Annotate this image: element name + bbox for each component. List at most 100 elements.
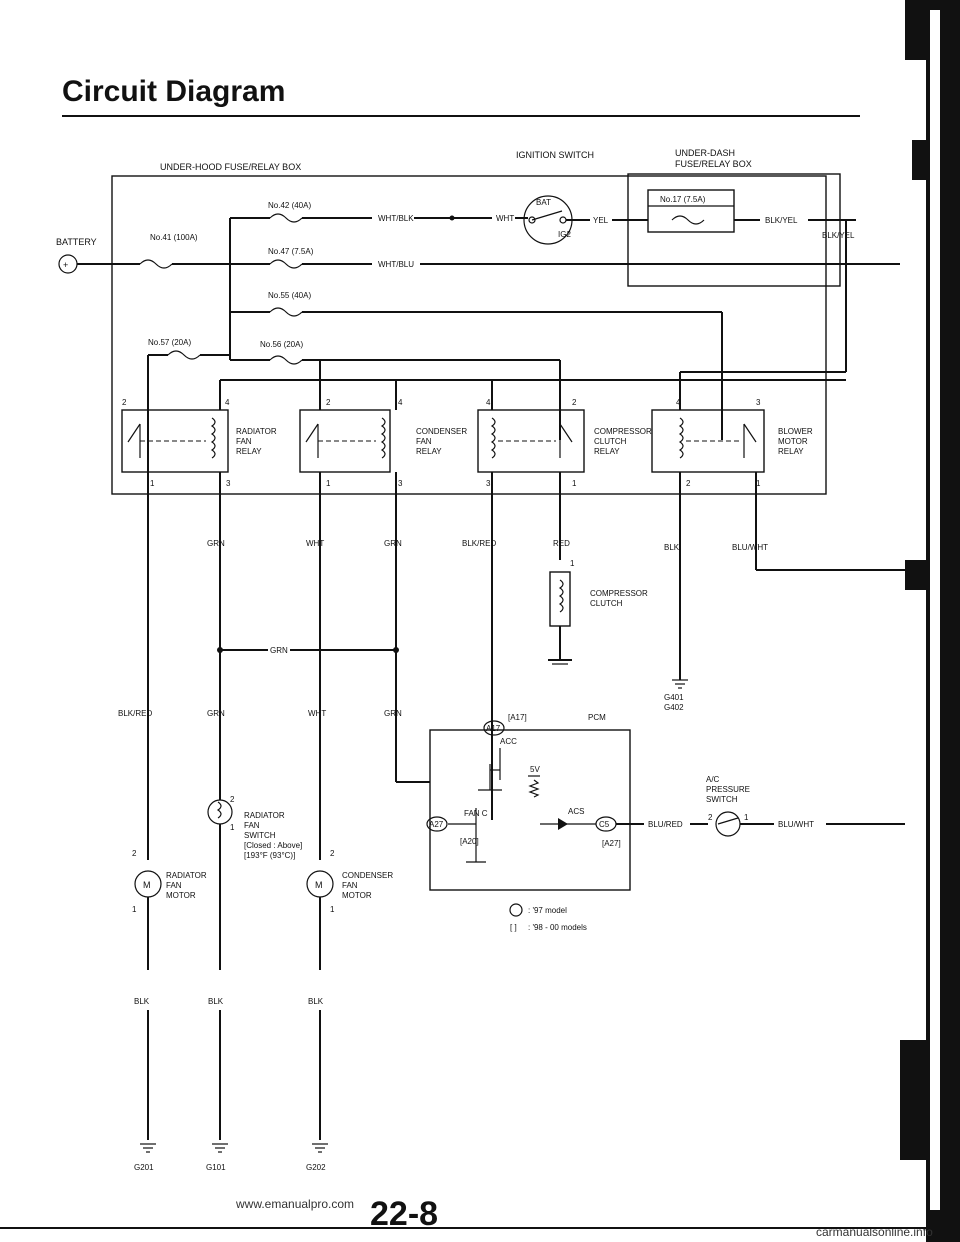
blower-relay-pin3: 3: [756, 398, 761, 407]
rad-motor-l3: MOTOR: [166, 891, 196, 900]
rad-switch-pin1: 1: [230, 823, 235, 832]
cond-motor-l2: FAN: [342, 881, 358, 890]
cond-relay-l1: CONDENSER: [416, 427, 467, 436]
cond-motor-m: M: [315, 880, 323, 890]
under-dash-label-1: UNDER-DASH: [675, 148, 735, 158]
wire-blu-wht-2: BLU/WHT: [778, 820, 814, 829]
ac-switch-l1: A/C: [706, 775, 720, 784]
cond-motor-pin1: 1: [330, 905, 335, 914]
pcm-a20-bracket: [A20]: [460, 837, 479, 846]
legend-bracket-icon: [ ]: [510, 923, 517, 932]
ground-g401: G401: [664, 693, 684, 702]
wire-blk-yel-2: BLK/YEL: [822, 231, 855, 240]
rad-motor-pin2: 2: [132, 849, 137, 858]
footer-left-url: www.emanualpro.com: [235, 1197, 354, 1211]
legend-98: : '98 - 00 models: [528, 923, 587, 932]
wire-grn-5: GRN: [384, 709, 402, 718]
condenser-fan-relay: [299, 409, 391, 473]
wire-blk-2: BLK: [134, 997, 150, 1006]
comp-relay-pin2: 2: [572, 398, 577, 407]
ground-g101: G101: [206, 1163, 226, 1172]
wire-blk-4: BLK: [308, 997, 324, 1006]
rad-switch-pin2: 2: [230, 795, 235, 804]
wire-wht-blu: WHT/BLU: [378, 260, 414, 269]
compressor-clutch-relay: [477, 409, 585, 473]
rad-motor-m: M: [143, 880, 151, 890]
cond-relay-pin2: 2: [326, 398, 331, 407]
pcm-5v: 5V: [530, 765, 540, 774]
fuse-42-label: No.42 (40A): [268, 201, 311, 210]
rad-switch-l3: SWITCH: [244, 831, 276, 840]
blower-motor-relay: [651, 409, 765, 473]
radiator-fan-switch: [207, 799, 233, 825]
wire-grn-2: GRN: [384, 539, 402, 548]
rad-relay-pin4: 4: [225, 398, 230, 407]
cond-relay-l2: FAN: [416, 437, 432, 446]
rad-relay-pin1: 1: [150, 479, 155, 488]
wire-wht: WHT: [496, 214, 514, 223]
ground-symbols: [140, 1143, 328, 1153]
pcm-a27: A27: [429, 820, 444, 829]
cond-motor-l3: MOTOR: [342, 891, 372, 900]
cond-relay-l3: RELAY: [416, 447, 442, 456]
under-hood-fuse-box: [111, 175, 827, 495]
comp-relay-pin1: 1: [572, 479, 577, 488]
cond-motor-l1: CONDENSER: [342, 871, 393, 880]
binding-edge: [900, 0, 960, 1242]
pcm-pin-a17: [483, 720, 505, 736]
clutch-l2: CLUTCH: [590, 599, 623, 608]
ignition-switch-label: IGNITION SWITCH: [516, 150, 594, 160]
under-hood-box-label: UNDER-HOOD FUSE/RELAY BOX: [160, 162, 301, 172]
wire-grn-1: GRN: [207, 539, 225, 548]
battery-label: BATTERY: [56, 237, 97, 247]
fuse-41: [139, 259, 173, 269]
rad-relay-l1: RADIATOR: [236, 427, 277, 436]
ac-switch-pin2: 2: [708, 813, 713, 822]
wire-blk-red-1: BLK/RED: [462, 539, 496, 548]
wire-yel: YEL: [593, 216, 609, 225]
fuse-57-label: No.57 (20A): [148, 338, 191, 347]
ac-switch-pin1: 1: [744, 813, 749, 822]
legend-circle-icon: [509, 903, 523, 917]
cond-relay-pin3: 3: [398, 479, 403, 488]
ac-switch-l3: SWITCH: [706, 795, 738, 804]
pcm-a17-bracket: [A17]: [508, 713, 527, 722]
fuse-41-label: No.41 (100A): [150, 233, 198, 242]
rad-switch-l5: [193°F (93°C)]: [244, 851, 295, 860]
wire-blu-red: BLU/RED: [648, 820, 683, 829]
rad-motor-l1: RADIATOR: [166, 871, 207, 880]
wire-blk-red-2: BLK/RED: [118, 709, 152, 718]
pcm-c5: C5: [599, 820, 610, 829]
pcm-a27-bracket: [A27]: [602, 839, 621, 848]
blower-relay-l3: RELAY: [778, 447, 804, 456]
wire-red: RED: [553, 539, 570, 548]
comp-relay-l3: RELAY: [594, 447, 620, 456]
blower-relay-l2: MOTOR: [778, 437, 808, 446]
wire-wht-blk: WHT/BLK: [378, 214, 414, 223]
under-dash-fuse-box: [627, 173, 841, 287]
clutch-pin1: 1: [570, 559, 575, 568]
legend-97: : '97 model: [528, 906, 567, 915]
rad-relay-pin3: 3: [226, 479, 231, 488]
pcm-pin-a27: [426, 816, 448, 832]
rad-motor-pin1: 1: [132, 905, 137, 914]
battery-plus: +: [63, 260, 68, 270]
rad-switch-l2: FAN: [244, 821, 260, 830]
clutch-l1: COMPRESSOR: [590, 589, 648, 598]
cond-relay-pin4: 4: [398, 398, 403, 407]
fuse-56-label: No.56 (20A): [260, 340, 303, 349]
ground-g201: G201: [134, 1163, 154, 1172]
wire-blk-yel-1: BLK/YEL: [765, 216, 798, 225]
comp-relay-l2: CLUTCH: [594, 437, 627, 446]
pcm-acc: ACC: [500, 737, 517, 746]
ac-switch-l2: PRESSURE: [706, 785, 750, 794]
wire-grn-3: GRN: [270, 646, 288, 655]
blower-relay-pin2: 2: [686, 479, 691, 488]
fuse-47-label: No.47 (7.5A): [268, 247, 314, 256]
wire-blk-1: BLK: [664, 543, 680, 552]
pcm-acs: ACS: [568, 807, 584, 816]
pcm-label: PCM: [588, 713, 606, 722]
ignition-ig2: IG2: [558, 230, 571, 239]
rad-relay-l3: RELAY: [236, 447, 262, 456]
